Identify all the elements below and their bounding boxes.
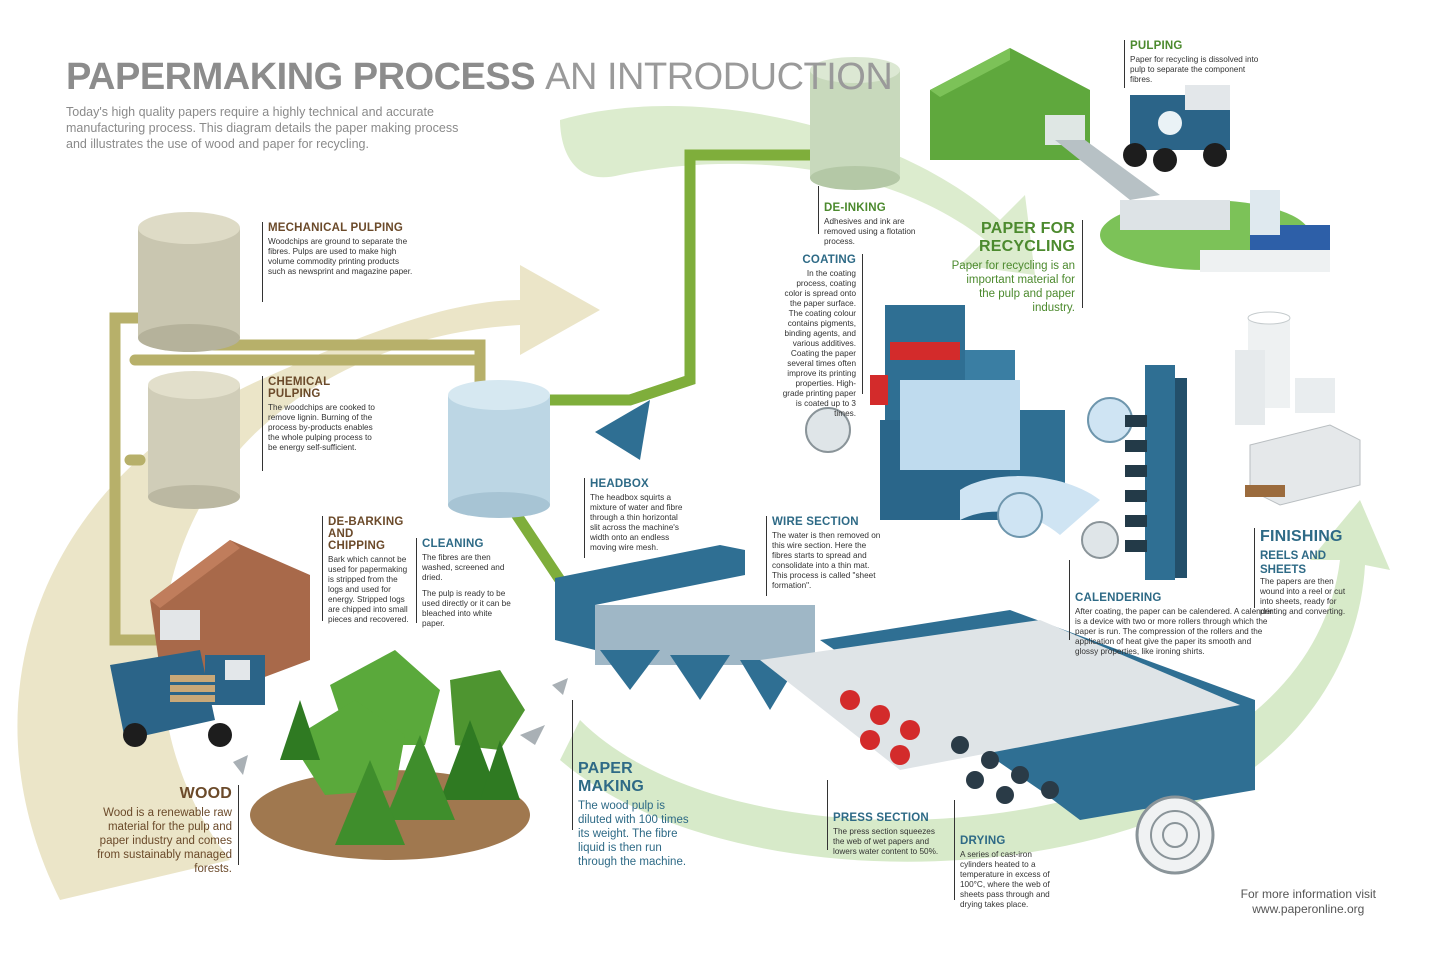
footer-line-1: For more information visit (1240, 887, 1376, 901)
leader-line (322, 516, 323, 621)
paper-machine (555, 545, 1255, 875)
debarking-title: DE-BARKING AND CHIPPING (328, 516, 404, 552)
label-press-section: PRESS SECTION The press section squeezes… (833, 812, 939, 857)
pulping-title: PULPING (1130, 40, 1183, 52)
cleaning-text-2: The pulp is ready to be used directly or… (422, 589, 511, 628)
leader-line (1082, 220, 1083, 308)
wood-title: WOOD (179, 785, 232, 802)
press-section-title: PRESS SECTION (833, 812, 929, 824)
page-title: PAPERMAKING PROCESS AN INTRODUCTION (66, 56, 893, 99)
label-wood: WOOD Wood is a renewable raw material fo… (90, 785, 232, 876)
headbox-funnel (595, 400, 650, 460)
label-paper-making: PAPER MAKING The wood pulp is diluted wi… (578, 760, 700, 869)
label-debarking: DE-BARKING AND CHIPPING Bark which canno… (328, 516, 410, 625)
headbox-title: HEADBOX (590, 478, 649, 490)
recycling-title: PAPER FOR RECYCLING (978, 220, 1075, 255)
drying-text: A series of cast-iron cylinders heated t… (960, 850, 1050, 909)
leader-line (1069, 560, 1070, 640)
footer-link[interactable]: www.paperonline.org (1252, 902, 1365, 916)
intro-text: Today's high quality papers require a hi… (66, 105, 459, 151)
chemical-pulping-text: The woodchips are cooked to remove ligni… (268, 403, 375, 452)
leader-line (862, 254, 863, 394)
drying-title: DRYING (960, 835, 1006, 847)
pulping-house (930, 48, 1160, 200)
leader-line (766, 516, 767, 596)
pulping-text: Paper for recycling is dissolved into pu… (1130, 55, 1259, 84)
label-paper-for-recycling: PAPER FOR RECYCLING Paper for recycling … (950, 220, 1075, 315)
leader-line (262, 376, 263, 471)
leader-line (954, 800, 955, 900)
title-light: AN INTRODUCTION (545, 56, 893, 98)
leader-line (584, 478, 585, 558)
recycling-paper-stack (1100, 190, 1330, 272)
cleaning-text: The fibres are then washed, screened and… (422, 553, 505, 582)
deinking-text: Adhesives and ink are removed using a fl… (824, 217, 916, 246)
deinking-silo (810, 57, 900, 190)
leader-line (262, 222, 263, 302)
label-mechanical-pulping: MECHANICAL PULPING Woodchips are ground … (268, 222, 418, 277)
label-headbox: HEADBOX The headbox squirts a mixture of… (590, 478, 686, 553)
finished-reels-and-sheets (1235, 311, 1361, 506)
leader-line (1124, 40, 1125, 88)
leader-line (818, 186, 819, 234)
cleaning-silo (448, 380, 550, 518)
finishing-title: FINISHING (1260, 528, 1343, 545)
label-finishing: FINISHING REELS AND SHEETS The papers ar… (1260, 528, 1360, 617)
label-cleaning: CLEANING The fibres are then washed, scr… (422, 538, 514, 629)
deinking-title: DE-INKING (824, 202, 886, 214)
label-chemical-pulping: CHEMICAL PULPING The woodchips are cooke… (268, 376, 378, 453)
green-flow-arrow (560, 106, 1035, 275)
bird-icons (233, 678, 568, 775)
log-truck (110, 650, 265, 747)
calendering-title: CALENDERING (1075, 592, 1162, 604)
chemical-pulping-title: CHEMICAL PULPING (268, 376, 331, 400)
debarking-text: Bark which cannot be used for papermakin… (328, 555, 409, 624)
footer-info: For more information visit www.paperonli… (1241, 887, 1376, 917)
label-wire-section: WIRE SECTION The water is then removed o… (772, 516, 884, 591)
coating-text: In the coating process, coating color is… (782, 269, 856, 418)
calendering-text: After coating, the paper can be calender… (1075, 607, 1273, 656)
recycling-text: Paper for recycling is an important mate… (951, 260, 1075, 314)
coating-machine (805, 305, 1100, 538)
forest (250, 650, 530, 860)
paper-making-title: PAPER MAKING (578, 760, 645, 795)
tan-flow-arrow (17, 265, 601, 900)
finishing-text: The papers are then wound into a reel or… (1260, 577, 1346, 616)
paper-making-text: The wood pulp is diluted with 100 times … (578, 800, 689, 868)
mechanical-pulping-title: MECHANICAL PULPING (268, 222, 404, 234)
coating-title: COATING (802, 254, 856, 266)
mechanical-pulping-silo (138, 212, 240, 352)
leader-line (238, 785, 239, 865)
label-calendering: CALENDERING After coating, the paper can… (1075, 592, 1275, 657)
wire-section-title: WIRE SECTION (772, 516, 859, 528)
mechanical-pulping-text: Woodchips are ground to separate the fib… (268, 237, 413, 276)
chemical-pulping-silo (148, 371, 240, 509)
calender-machine (1081, 365, 1187, 580)
cleaning-title: CLEANING (422, 538, 484, 550)
label-coating: COATING In the coating process, coating … (780, 254, 856, 419)
leader-line (416, 538, 417, 623)
label-drying: DRYING A series of cast-iron cylinders h… (960, 835, 1062, 910)
leader-line (1254, 528, 1255, 608)
title-bold: PAPERMAKING PROCESS (66, 56, 536, 98)
recycling-truck (1123, 85, 1230, 172)
label-pulping: PULPING Paper for recycling is dissolved… (1130, 40, 1260, 85)
label-deinking: DE-INKING Adhesives and ink are removed … (824, 202, 924, 247)
leader-line (572, 700, 573, 830)
wood-text: Wood is a renewable raw material for the… (97, 807, 232, 875)
leader-line (827, 780, 828, 850)
wire-section-text: The water is then removed on this wire s… (772, 531, 881, 590)
finishing-subtitle: REELS AND SHEETS (1260, 550, 1327, 576)
press-section-text: The press section squeezes the web of we… (833, 827, 939, 856)
headbox-text: The headbox squirts a mixture of water a… (590, 493, 683, 552)
